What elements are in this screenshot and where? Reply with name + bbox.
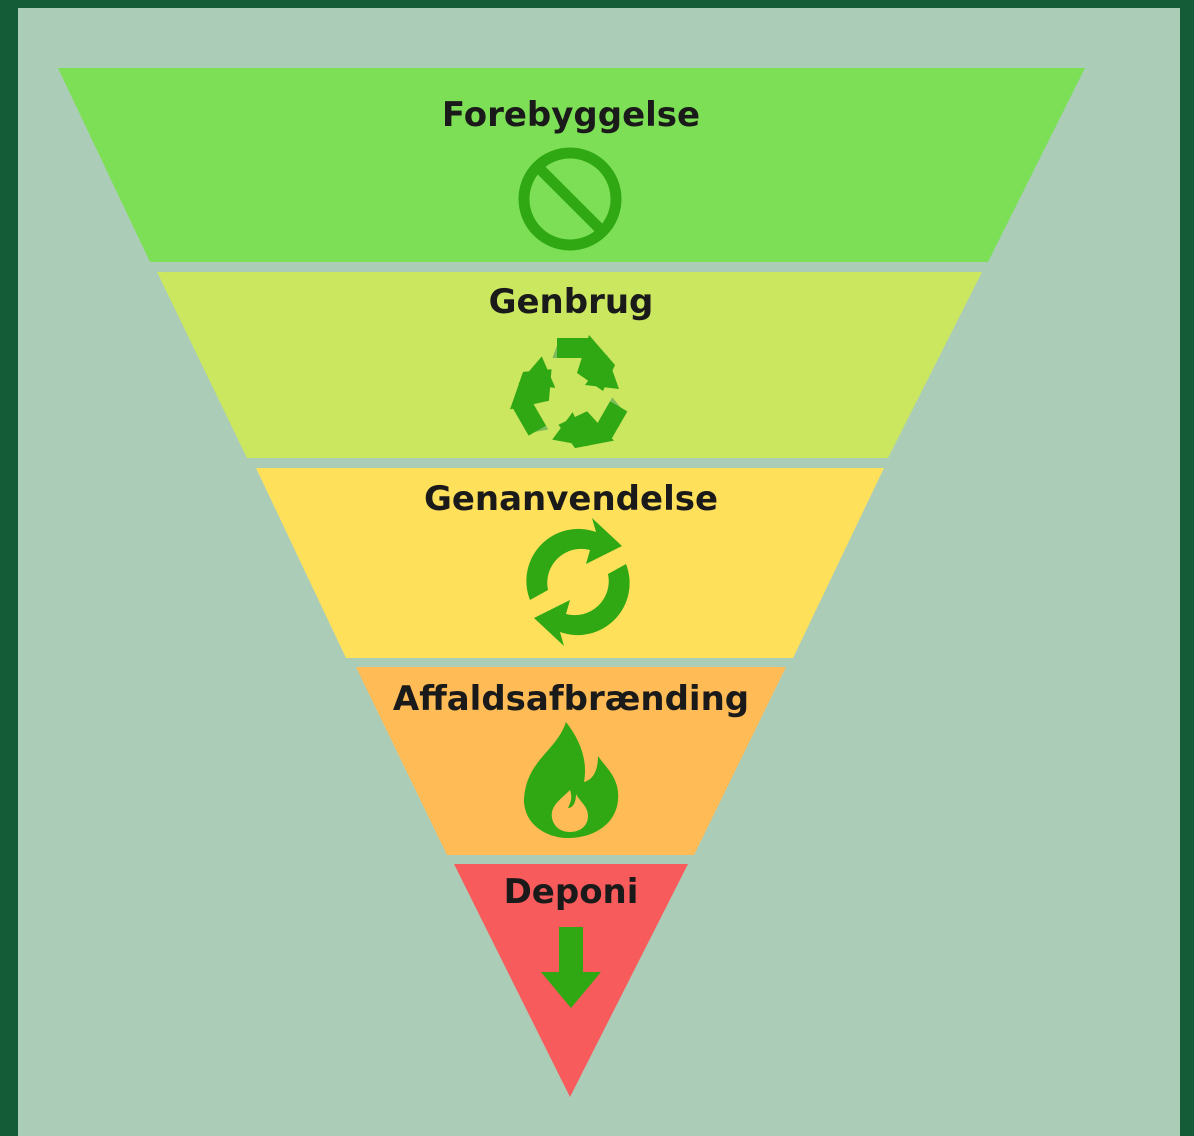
tier-label-affaldsafbraending: Affaldsafbrænding — [393, 679, 749, 719]
prohibited-icon — [518, 147, 622, 251]
tier-genanvendelse — [256, 468, 884, 658]
tier-label-forebyggelse: Forebyggelse — [442, 95, 700, 135]
tier-label-deponi: Deponi — [504, 872, 639, 912]
tier-label-genbrug: Genbrug — [489, 282, 654, 322]
tier-label-genanvendelse: Genanvendelse — [424, 479, 718, 519]
tier-forebyggelse — [58, 68, 1085, 262]
down-arrow-icon — [541, 927, 601, 1008]
recycle-icon — [510, 335, 628, 449]
flame-icon — [524, 722, 619, 838]
tier-genbrug — [157, 272, 982, 458]
green-dot-icon — [526, 518, 630, 646]
